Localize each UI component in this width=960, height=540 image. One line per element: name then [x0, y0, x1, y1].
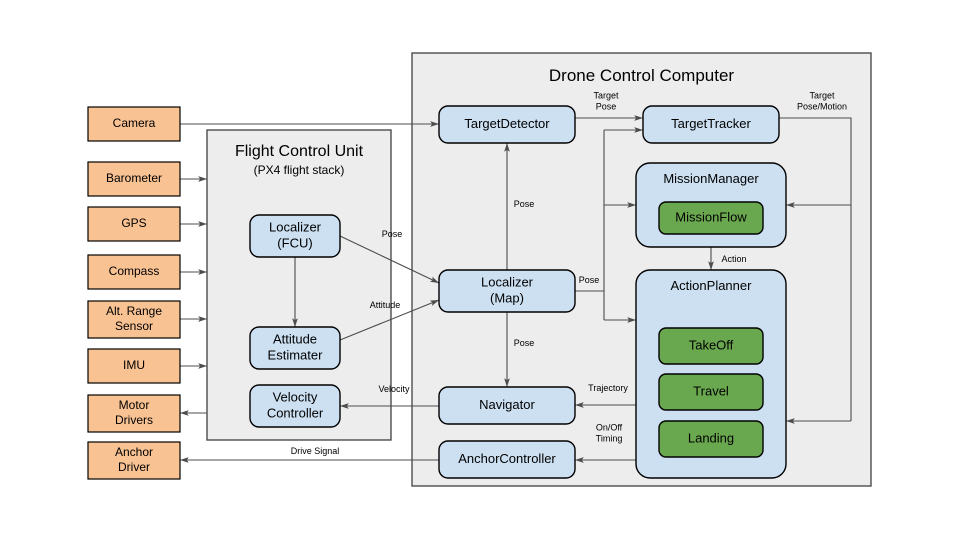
- edge-localizerfcu-pose-to-localizermap: [339, 235, 440, 284]
- module-label-target-detector: TargetDetector: [464, 116, 550, 131]
- sensor-label-alt-range: Sensor: [115, 319, 153, 333]
- module-landing[interactable]: Landing: [658, 420, 764, 458]
- edge-label-trajectory: Trajectory: [588, 383, 628, 393]
- module-anchor-controller[interactable]: AnchorController: [438, 440, 576, 479]
- module-label-navigator: Navigator: [479, 397, 535, 412]
- edge-label-attitude: Attitude: [370, 300, 401, 310]
- edge-label-target-pose: Pose: [596, 102, 617, 112]
- module-label-action-planner: ActionPlanner: [671, 278, 753, 293]
- sensor-compass[interactable]: Compass: [87, 254, 181, 290]
- sensor-barometer[interactable]: Barometer: [87, 161, 181, 197]
- module-label-localizer-map: Localizer: [481, 274, 534, 289]
- edge-label-target-pose: Target: [593, 91, 619, 101]
- module-navigator[interactable]: Navigator: [438, 386, 576, 425]
- module-travel[interactable]: Travel: [658, 373, 764, 411]
- sensor-label-imu: IMU: [123, 358, 145, 372]
- container-title-fcu: Flight Control Unit: [235, 143, 364, 160]
- module-label-velocity-controller: Velocity: [273, 389, 318, 404]
- edge-label-action: Action: [721, 254, 746, 264]
- sensor-imu[interactable]: IMU: [87, 348, 181, 384]
- module-localizer-fcu[interactable]: Localizer(FCU): [249, 214, 341, 258]
- edge-label-pose-up: Pose: [514, 199, 535, 209]
- module-label-take-off: TakeOff: [689, 337, 734, 352]
- module-label-landing: Landing: [688, 430, 734, 445]
- module-label-attitude-estimater: Attitude: [273, 331, 317, 346]
- module-label-velocity-controller: Controller: [267, 405, 324, 420]
- edges-layer: [180, 115, 852, 463]
- groups-layer: MissionManagerMissionFlowActionPlannerTa…: [635, 162, 787, 479]
- edge-label-pose-right: Pose: [579, 275, 600, 285]
- edge-label-target-pose-motion: Pose/Motion: [797, 102, 847, 112]
- module-take-off[interactable]: TakeOff: [658, 327, 764, 365]
- sensor-camera[interactable]: Camera: [87, 106, 181, 142]
- edge-label-on-off-timing: Timing: [596, 434, 623, 444]
- edge-attitude-to-localizermap: [339, 299, 440, 341]
- sensor-label-motor-drivers: Drivers: [115, 413, 153, 427]
- edge-label-on-off-timing: On/Off: [596, 423, 623, 433]
- sensor-label-barometer: Barometer: [106, 171, 162, 185]
- edge-targetpose-motion-bus: [779, 117, 852, 421]
- module-label-localizer-map: (Map): [490, 290, 524, 305]
- sensor-label-anchor-driver: Driver: [118, 460, 150, 474]
- module-label-localizer-fcu: Localizer: [269, 219, 322, 234]
- module-label-mission-manager: MissionManager: [663, 171, 759, 186]
- edge-label-target-pose-motion: Target: [809, 91, 835, 101]
- module-label-travel: Travel: [693, 383, 729, 398]
- sensor-label-camera: Camera: [113, 116, 156, 130]
- module-label-target-tracker: TargetTracker: [671, 116, 751, 131]
- sensor-label-motor-drivers: Motor: [119, 398, 150, 412]
- edge-labels-layer: TargetPoseTargetPose/MotionPoseAttitudeP…: [291, 91, 847, 457]
- module-label-anchor-controller: AnchorController: [458, 451, 556, 466]
- sensor-gps[interactable]: GPS: [87, 206, 181, 242]
- sensor-label-gps: GPS: [121, 216, 146, 230]
- edge-label-velocity: Velocity: [378, 384, 410, 394]
- module-localizer-map[interactable]: Localizer(Map): [438, 269, 576, 313]
- module-target-tracker[interactable]: TargetTracker: [642, 105, 780, 144]
- container-subtitle-fcu: (PX4 flight stack): [254, 163, 345, 177]
- module-label-attitude-estimater: Estimater: [268, 347, 324, 362]
- edge-label-pose-fcu-to-map: Pose: [382, 229, 403, 239]
- module-target-detector[interactable]: TargetDetector: [438, 105, 576, 144]
- container-title-dcc: Drone Control Computer: [549, 66, 735, 85]
- sensor-label-anchor-driver: Anchor: [115, 445, 153, 459]
- module-label-localizer-fcu: (FCU): [277, 235, 312, 250]
- module-label-mission-flow: MissionFlow: [675, 209, 747, 224]
- edge-label-pose-down: Pose: [514, 338, 535, 348]
- sensor-label-alt-range: Alt. Range: [106, 304, 162, 318]
- edge-label-drive-signal: Drive Signal: [291, 446, 340, 456]
- sensor-label-compass: Compass: [109, 264, 160, 278]
- module-mission-flow[interactable]: MissionFlow: [658, 201, 764, 235]
